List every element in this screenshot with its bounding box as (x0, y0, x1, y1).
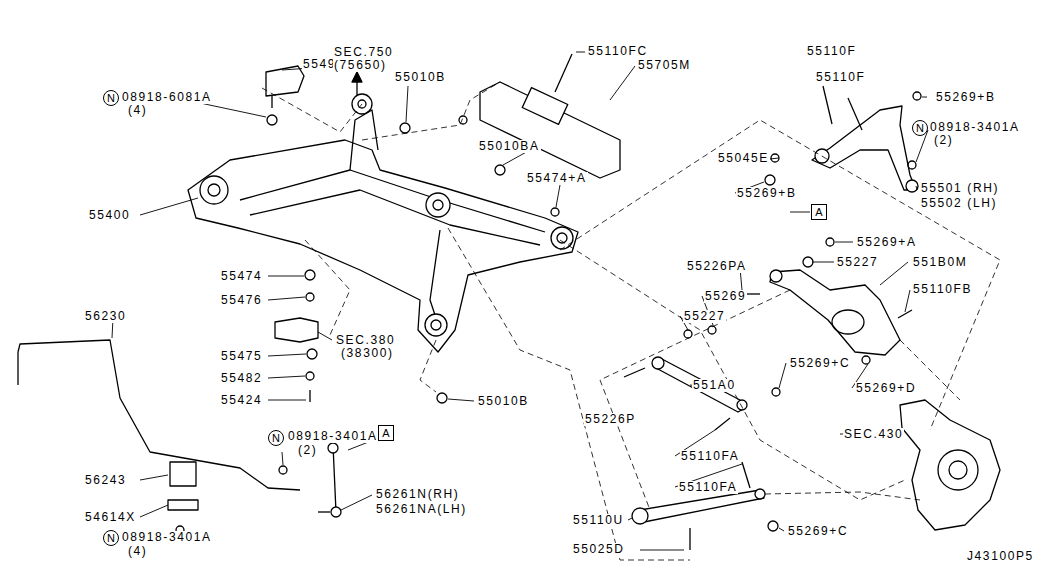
mark-letter: A (382, 428, 389, 439)
callout-number: 55110FC (587, 45, 649, 58)
callout-number: 55227 (836, 256, 879, 269)
callout-number: 55482 (220, 372, 263, 385)
callout-number: 56243 (84, 474, 127, 487)
callout-number: 55269+B (736, 187, 798, 200)
callout-number: 56261N(RH) (375, 488, 460, 501)
mark-letter: N (107, 93, 115, 104)
callout-number: 55269+C (789, 357, 851, 370)
callout-number: 54614X (84, 511, 137, 524)
callout-number: 55475 (220, 350, 263, 363)
callout-number: 55400 (88, 209, 131, 222)
callout-number: 55110FB (912, 283, 973, 296)
callout-number: 55269+C (787, 525, 849, 538)
callout-number: (4) (127, 104, 148, 117)
callout-number: 08918-6081A (121, 91, 213, 104)
callout-number: 551A0 (692, 379, 737, 392)
reference-box: A (811, 204, 827, 220)
callout-number: 08918-3401A (287, 430, 379, 443)
callout-number: 55226PA (686, 260, 748, 273)
callout-number: 08918-3401A (929, 121, 1021, 134)
callout-number: 56230 (84, 310, 127, 323)
callout-number: 55110FA (680, 450, 740, 463)
callout-number: 08918-3401A (121, 531, 213, 544)
circled-mark: N (103, 530, 119, 546)
callout-number: 55110F (815, 71, 866, 84)
callout-number: 55502 (LH) (920, 197, 998, 210)
callout-number: 55226P (584, 413, 637, 426)
reference-box: A (378, 425, 394, 441)
section-reference: SEC.430 (843, 428, 904, 441)
callout-number: 55501 (RH) (920, 182, 1000, 195)
callout-number: 551B0M (912, 256, 968, 269)
callout-number: 55474 (220, 270, 263, 283)
callout-number: (4) (127, 545, 148, 558)
callout-number: 55269+B (935, 91, 997, 104)
circled-mark: N (912, 120, 928, 136)
callout-number: 55474+A (526, 172, 588, 185)
mark-letter: A (815, 207, 822, 218)
callout-number: 55010B (477, 395, 530, 408)
mark-letter: N (272, 433, 280, 444)
callout-number: (2) (297, 444, 318, 457)
callout-number: 55110FA (678, 481, 738, 494)
callout-number: 55110U (572, 514, 625, 527)
callout-number: 55227 (683, 310, 726, 323)
circled-mark: N (103, 90, 119, 106)
section-reference: SEC.380 (335, 334, 396, 347)
callout-number: 55476 (220, 294, 263, 307)
mark-letter: N (107, 533, 115, 544)
callout-number: 55269+A (856, 236, 918, 249)
callout-number: (38300) (340, 347, 395, 360)
callout-number: 55269 (704, 290, 747, 303)
callout-number: 55110F (806, 45, 857, 58)
callout-number: 55705M (637, 59, 692, 72)
callout-number: 55424 (220, 394, 263, 407)
callout-number: 55269+D (855, 382, 917, 395)
mark-letter: N (916, 123, 924, 134)
callout-number: 55045E (717, 152, 770, 165)
callout-number: 55010B (394, 71, 447, 84)
callout-number: J43100P5 (966, 550, 1035, 563)
circled-mark: N (268, 430, 284, 446)
section-reference: SEC.750 (333, 46, 394, 59)
callout-number: 56261NA(LH) (375, 503, 468, 516)
callout-number: (75650) (333, 59, 388, 72)
callout-number: 55025D (572, 543, 626, 556)
callout-number: (2) (933, 134, 954, 147)
callout-number: 55010BA (478, 140, 541, 153)
